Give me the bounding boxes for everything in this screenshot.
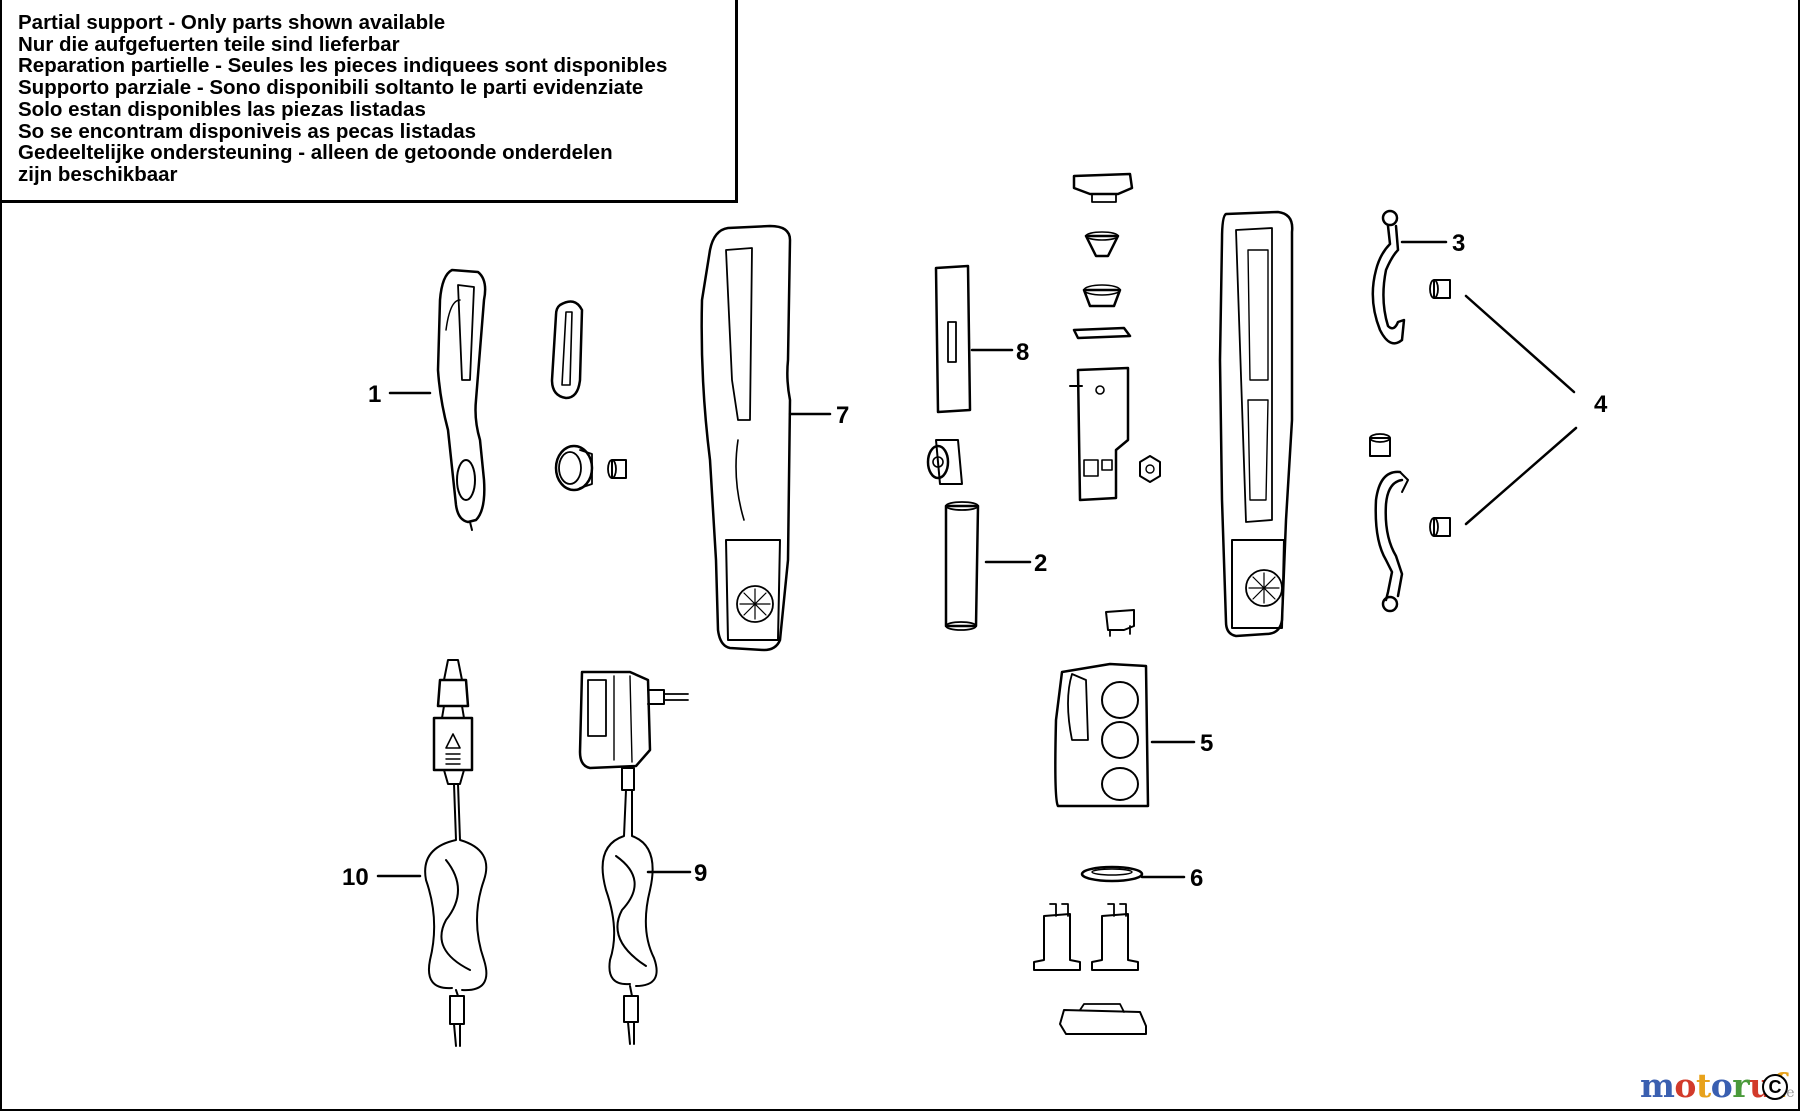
part-nut [1139, 455, 1161, 483]
watermark-badge: C [1762, 1074, 1788, 1100]
part-plug-adapter [1033, 903, 1081, 971]
availability-notice-box: Partial support - Only parts shown avail… [0, 0, 738, 203]
part-reflector-ring [554, 444, 594, 492]
part-mounting-plate [1059, 1003, 1147, 1035]
part-car-charger-cable [424, 783, 488, 1047]
part-car-charger [432, 659, 474, 785]
callout-3: 3 [1452, 230, 1465, 257]
notice-line: Partial support - Only parts shown avail… [18, 11, 446, 34]
notice-line: Gedeeltelijke ondersteuning - alleen de … [18, 141, 613, 165]
callout-4: 4 [1594, 391, 1608, 418]
part-lens [550, 300, 584, 400]
callout-10: 10 [342, 864, 369, 891]
watermark-letter: r [1732, 1066, 1750, 1105]
watermark-letter: t [1695, 1066, 1711, 1105]
part-switch-seal [1082, 284, 1122, 308]
part-wall-charger-cable [601, 789, 658, 1045]
part-reflector [926, 439, 963, 485]
part-housing-half-rear [1218, 210, 1294, 638]
part-base-station [1054, 662, 1150, 808]
watermark-suffix: e [1786, 1085, 1795, 1101]
part-small-cap [607, 459, 627, 479]
part-label [934, 264, 972, 414]
notice-line: Supporto parziale - Sono disponibili sol… [18, 76, 644, 100]
notice-line: Reparation partielle - Seules les pieces… [18, 54, 668, 78]
part-rubber-cap [1429, 279, 1451, 299]
part-housing-half [700, 224, 792, 652]
callout-9: 9 [694, 860, 707, 887]
part-rubber-cap [1429, 517, 1451, 537]
callout-5: 5 [1200, 730, 1213, 757]
notice-line: Nur die aufgefuerten teile sind lieferba… [18, 32, 400, 56]
part-rubber-cap [1369, 433, 1391, 457]
notice-line: So se encontram disponiveis as pecas lis… [18, 119, 477, 143]
callout-2: 2 [1034, 550, 1047, 577]
watermark-letter: o [1710, 1066, 1733, 1105]
watermark-letter: m [1640, 1066, 1675, 1105]
watermark-letter: o [1674, 1066, 1696, 1105]
callout-6: 6 [1190, 865, 1203, 892]
part-front-cover [436, 268, 487, 531]
callout-leader-lines [376, 240, 1578, 879]
leader-line-4a [1464, 294, 1576, 394]
leader-line-4b [1464, 426, 1578, 526]
part-switch-cap [1072, 172, 1134, 203]
part-circuit-board [1069, 366, 1130, 502]
part-washer-plate [1072, 326, 1132, 340]
part-hook-upper [1371, 209, 1406, 345]
callout-7: 7 [836, 402, 849, 429]
part-switch-button [1084, 231, 1120, 258]
part-washer [1080, 865, 1144, 883]
notice-line: zijn beschikbaar [18, 162, 178, 186]
callout-1: 1 [368, 381, 381, 408]
callout-8: 8 [1016, 339, 1029, 366]
part-hook-lower [1374, 470, 1409, 613]
part-battery [944, 501, 980, 631]
notice-line: Solo estan disponibles las piezas listad… [18, 97, 426, 121]
part-wall-charger [578, 670, 689, 791]
part-plug-adapter [1091, 903, 1139, 971]
part-switch-connector [1105, 609, 1135, 637]
